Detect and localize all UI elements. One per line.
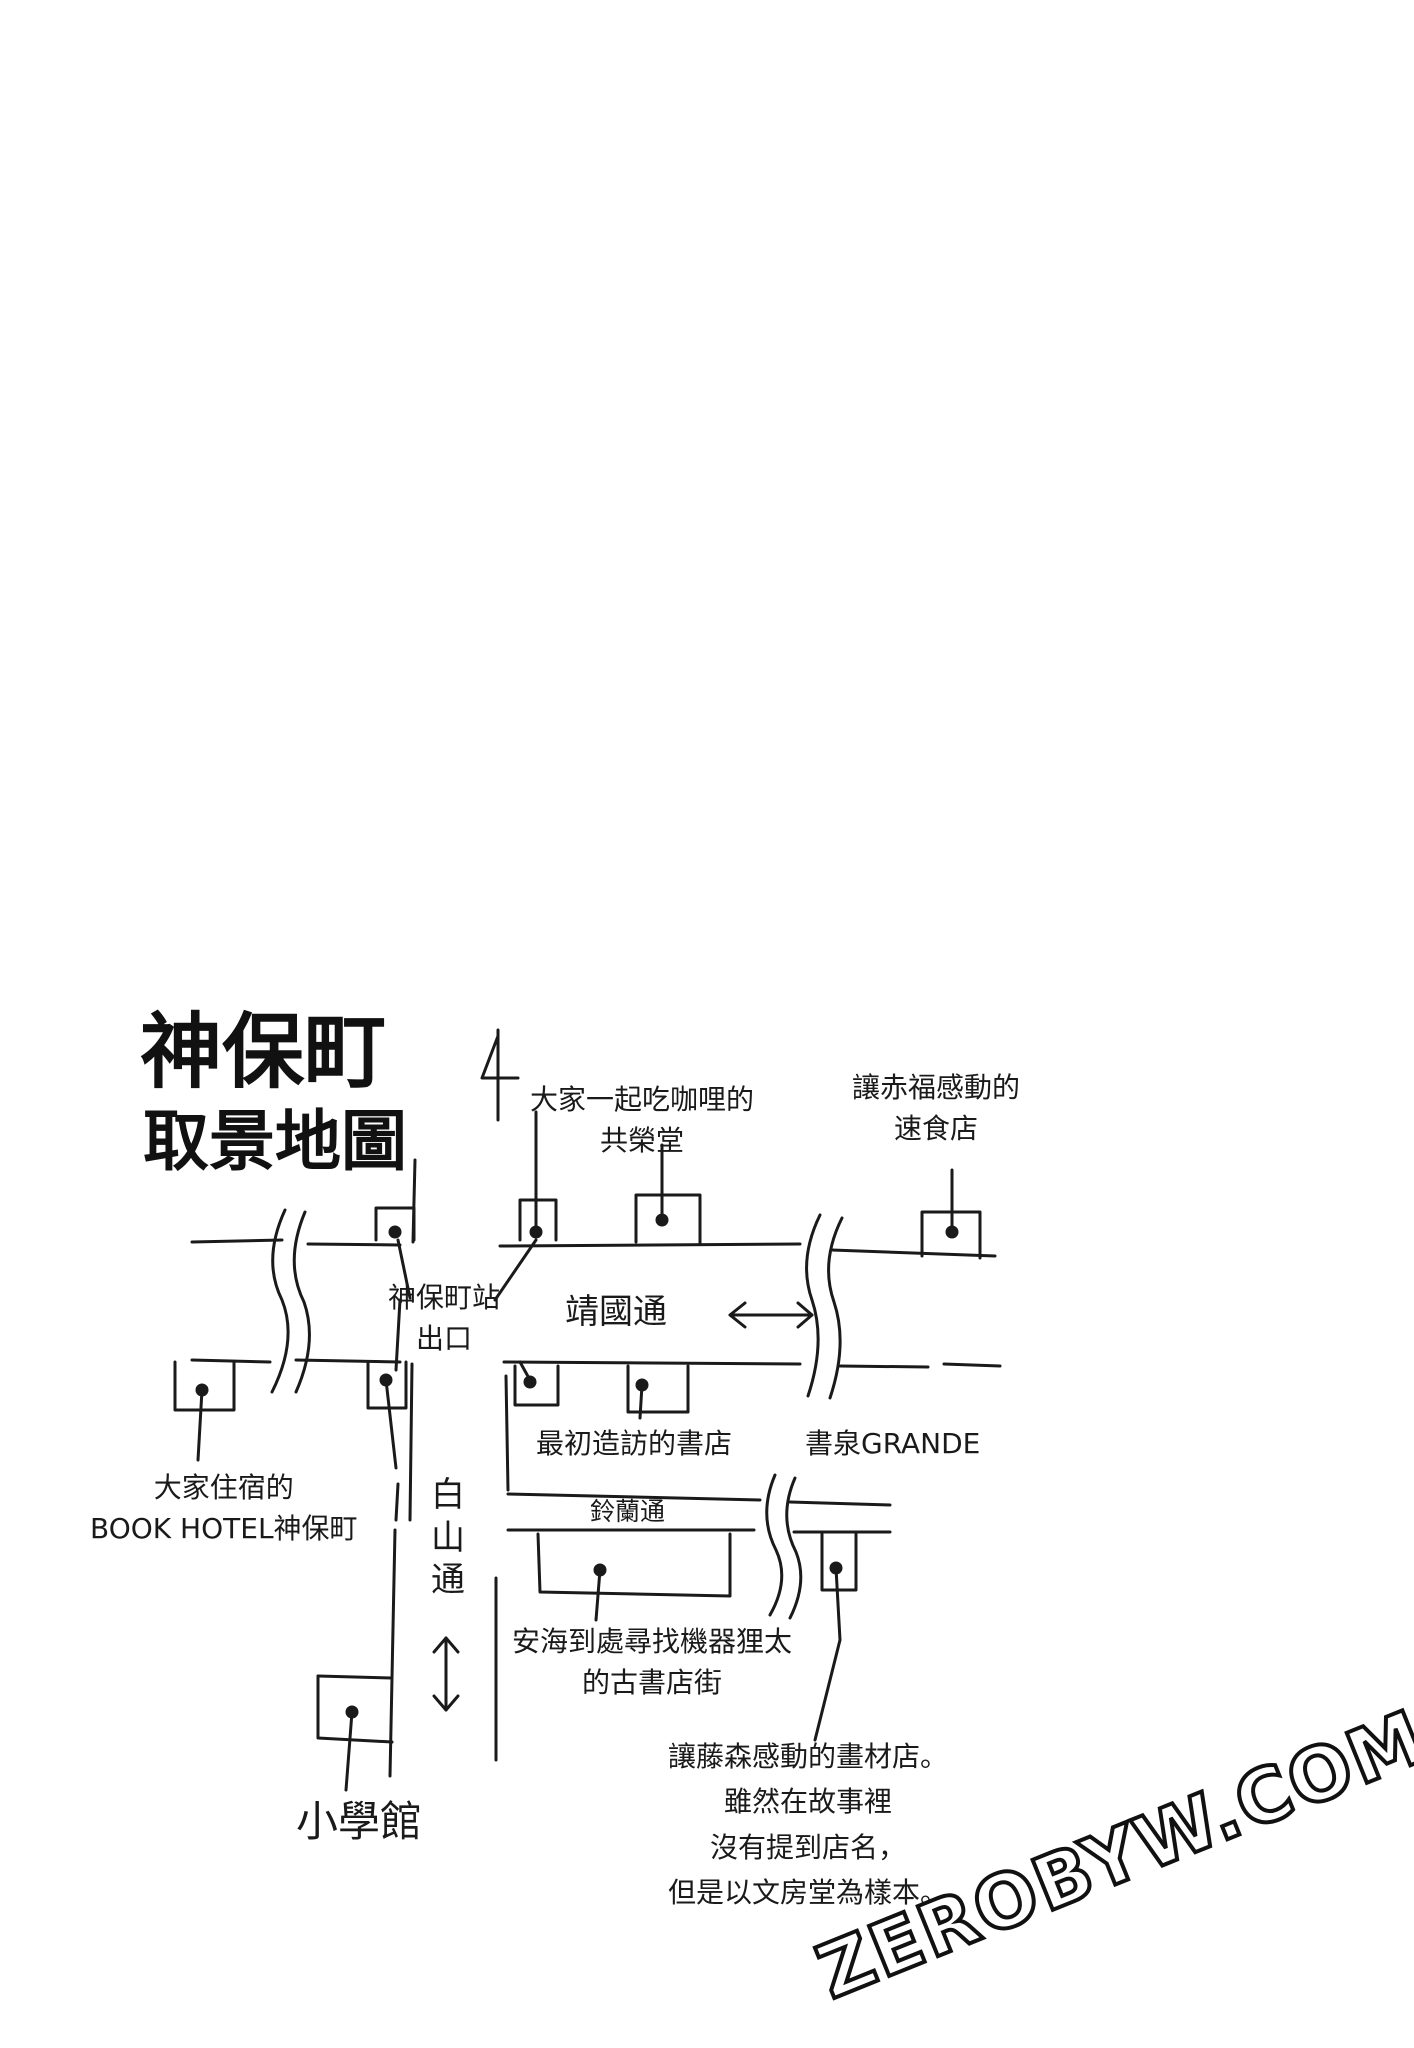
- buildings: [173, 1193, 982, 1744]
- north-marker: [480, 1028, 520, 1122]
- road-label-suzuran: 鈴蘭通: [590, 1497, 666, 1526]
- yasukuni-arrow: [728, 1301, 814, 1329]
- hakusan-arrow: [432, 1636, 460, 1712]
- label-book-hotel: 大家住宿的 BOOK HOTEL神保町: [90, 1471, 358, 1545]
- road-label-yasukuni: 靖國通: [565, 1292, 667, 1332]
- leader-lines: [196, 1110, 954, 1792]
- map-title-line1: 神保町: [140, 1005, 387, 1100]
- label-kyoeido: 大家一起吃咖哩的 共榮堂: [530, 1083, 755, 1157]
- suzuran-break: [765, 1473, 803, 1620]
- label-shogakukan: 小學館: [296, 1797, 423, 1846]
- road-label-hakusan: 白山通: [431, 1475, 465, 1600]
- north-marker-label: 4: [484, 1022, 520, 1103]
- hakusan-road: [388, 1158, 892, 1778]
- label-station-exit: 神保町站 出口: [388, 1281, 501, 1355]
- label-shosen-grande: 書泉GRANDE: [805, 1427, 981, 1460]
- label-old-bookstreet: 安海到處尋找機器狸太 的古書店街: [512, 1625, 793, 1699]
- label-first-bookstore: 最初造訪的書店: [536, 1427, 733, 1460]
- label-fastfood: 讓赤福感動的 速食店: [852, 1071, 1021, 1145]
- yasukuni-road: [190, 1208, 1002, 1400]
- label-art-supply: 讓藤森感動的畫材店。 雖然在故事裡 沒有提到店名， 但是以文房堂為樣本。: [668, 1740, 949, 1910]
- map-title-line2: 取景地圖: [143, 1103, 407, 1180]
